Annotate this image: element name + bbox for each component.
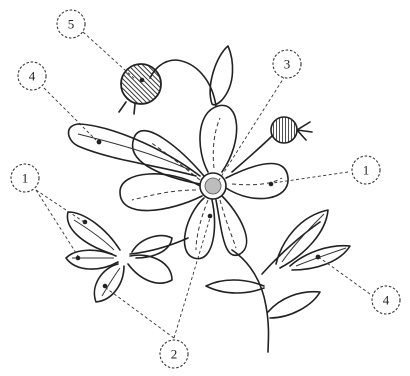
bud-dot-6	[140, 78, 145, 83]
stems	[130, 60, 269, 352]
callout-2-number: 2	[171, 347, 178, 362]
callout-2: 2	[160, 340, 188, 368]
callout-3-number: 3	[284, 57, 291, 72]
petal-lower-right	[216, 196, 247, 255]
petal-lower-left	[185, 198, 215, 259]
callout-4-lower: 4	[372, 286, 400, 314]
petal-left	[120, 174, 202, 211]
bud-dot-4	[208, 214, 213, 219]
petal-top	[200, 105, 237, 172]
bud-dot-3	[103, 284, 108, 289]
callout-4-upper: 4	[18, 62, 46, 90]
bud-dot-5	[269, 182, 274, 187]
bud-dot-2	[76, 256, 81, 261]
callout-1-right-number: 1	[363, 163, 370, 178]
callout-5-number: 5	[68, 17, 75, 32]
callout-4-lower-number: 4	[383, 293, 390, 308]
leaf-bottom-left	[206, 280, 264, 293]
bud-cluster-left	[66, 78, 273, 302]
leaf-bottom-right	[268, 292, 320, 318]
main-flower	[120, 105, 288, 258]
callout-3: 3	[273, 50, 301, 78]
flower-center-fill	[205, 178, 221, 194]
berry-large	[119, 64, 161, 114]
callout-5: 5	[57, 10, 85, 38]
callout-1-left: 1	[11, 164, 39, 192]
stem-lower	[232, 250, 269, 352]
callout-1-left-number: 1	[22, 171, 29, 186]
leaf-right-dot	[316, 255, 321, 260]
leaf-left-dot	[97, 140, 102, 145]
callout-1-right: 1	[352, 156, 380, 184]
stem-left-branch	[130, 238, 188, 254]
callout-4-upper-number: 4	[29, 69, 36, 84]
